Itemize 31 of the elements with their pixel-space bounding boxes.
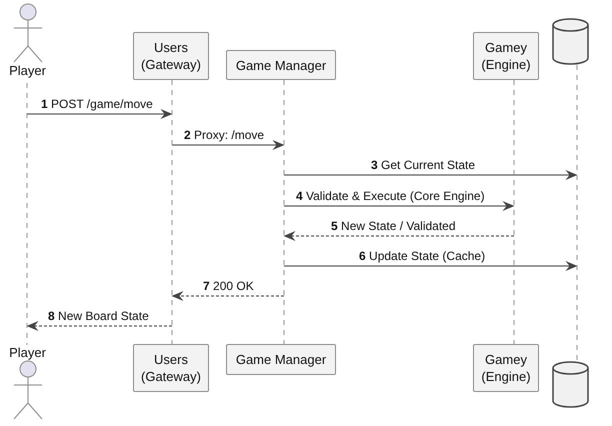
message-label: 1 POST /game/move bbox=[40, 97, 154, 111]
return-message-arrow bbox=[172, 291, 284, 301]
participant-box: Users (Gateway) bbox=[133, 32, 209, 80]
actor-label: Player bbox=[9, 63, 46, 78]
participant-box: Game Manager bbox=[226, 344, 336, 375]
message-arrow bbox=[284, 170, 578, 180]
message-label: 6 Update State (Cache) bbox=[358, 249, 486, 263]
database-cylinder bbox=[552, 361, 589, 408]
message-label: 5 New State / Validated bbox=[330, 219, 457, 233]
lifeline bbox=[170, 80, 174, 344]
message-label: 4 Validate & Execute (Core Engine) bbox=[295, 189, 486, 203]
message-arrow bbox=[284, 201, 514, 211]
lifeline bbox=[575, 65, 579, 361]
participant-box: Gamey (Engine) bbox=[473, 32, 539, 80]
message-label: 8 New Board State bbox=[47, 309, 150, 323]
return-message-arrow bbox=[26, 321, 172, 331]
lifeline bbox=[282, 80, 286, 344]
message-arrow bbox=[284, 261, 578, 271]
participant-box: Game Manager bbox=[226, 50, 336, 80]
actor-label: Player bbox=[9, 345, 46, 360]
participant-box: Gamey (Engine) bbox=[473, 344, 539, 392]
database-cylinder bbox=[552, 18, 589, 65]
lifeline bbox=[25, 83, 29, 345]
message-arrow bbox=[172, 140, 284, 150]
lifeline bbox=[512, 80, 516, 344]
return-message-arrow bbox=[284, 231, 514, 241]
message-label: 7 200 OK bbox=[202, 279, 255, 293]
message-label: 2 Proxy: /move bbox=[183, 128, 266, 142]
message-arrow bbox=[26, 109, 172, 119]
message-label: 3 Get Current State bbox=[370, 158, 476, 172]
participant-box: Users (Gateway) bbox=[133, 344, 209, 392]
